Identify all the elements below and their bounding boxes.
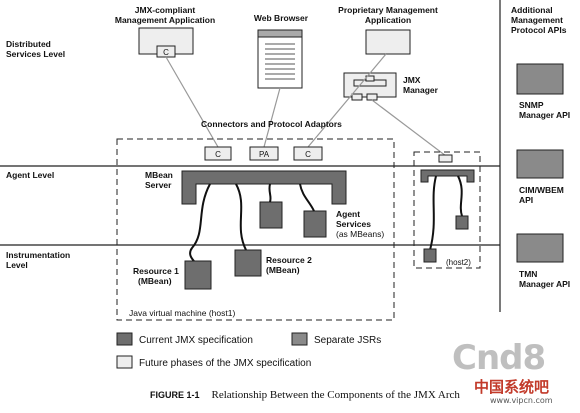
tmn-api-label-1: TMN <box>519 269 537 279</box>
agent-service-1 <box>259 201 283 229</box>
agent-services-label-2: Services <box>336 219 371 229</box>
legend-future-swatch <box>116 355 133 369</box>
cim-api-label-1: CIM/WBEM <box>519 185 564 195</box>
watermark: Cnd8 中国系统吧 www.vipcn.com <box>452 338 578 406</box>
protocol-adaptor-pa <box>249 146 279 161</box>
snmp-api-label-1: SNMP <box>519 100 544 110</box>
link-browser-to-pa <box>263 87 281 148</box>
tmn-api-box <box>516 233 564 263</box>
protocol-adaptor-pa-label: PA <box>259 150 270 159</box>
host2-link-2 <box>457 175 463 217</box>
cim-api-label-2: API <box>519 195 533 205</box>
resource-1-label-2: (MBean) <box>138 276 172 286</box>
resource-1-label-1: Resource 1 <box>133 266 179 276</box>
distributed-level-label-1: Distributed <box>6 39 51 49</box>
instrumentation-level-label-2: Level <box>6 260 28 270</box>
host2-resource <box>423 248 437 263</box>
host2-link-1 <box>429 175 437 251</box>
web-browser-icon <box>257 29 303 89</box>
additional-apis-title-2: Management <box>511 15 563 25</box>
jmx-compliant-app-label-2: Management Application <box>115 15 215 25</box>
host2-mbean-server <box>420 169 475 183</box>
watermark-chinese-text: 中国系统吧 <box>474 376 550 397</box>
figure-number: FIGURE 1-1 <box>150 390 200 400</box>
proprietary-app-label-2: Application <box>365 15 411 25</box>
connectors-title: Connectors and Protocol Adaptors <box>201 119 342 129</box>
mbean-server-bar <box>181 170 347 205</box>
link-jmx-app-to-c <box>165 56 219 148</box>
watermark-url: www.vipcn.com <box>490 396 553 405</box>
link-manager-to-host2 <box>371 99 447 157</box>
jmx-manager-label-2: Manager <box>403 85 439 95</box>
jmx-compliant-app-label-1: JMX-compliant <box>135 5 196 15</box>
link-server-to-service-2 <box>299 183 315 212</box>
host1-boundary <box>116 138 395 321</box>
figure-caption: FIGURE 1-1 Relationship Between the Compo… <box>150 389 470 401</box>
legend-current-swatch <box>116 332 133 346</box>
link-proprietary-to-c <box>307 53 387 148</box>
mbean-server-label-1: MBean <box>145 170 173 180</box>
agent-service-2 <box>303 210 327 238</box>
resource-2-box <box>234 249 262 277</box>
instrumentation-level-label-1: Instrumentation <box>6 250 70 260</box>
connector-c-1 <box>204 146 232 161</box>
host2-boundary <box>413 151 481 269</box>
figure-caption-text: Relationship Between the Components of t… <box>211 389 460 401</box>
resource-2-label-2: (MBean) <box>266 265 300 275</box>
distributed-level-label-2: Services Level <box>6 49 65 59</box>
web-browser-label: Web Browser <box>254 13 309 23</box>
tmn-api-label-2: Manager API <box>519 279 570 289</box>
connector-c-2 <box>293 146 323 161</box>
resource-1-box <box>184 260 212 290</box>
legend-current-label: Current JMX specification <box>139 335 253 346</box>
agent-services-label-3: (as MBeans) <box>336 229 384 239</box>
additional-apis-title-1: Additional <box>511 5 553 15</box>
legend-separate-swatch <box>291 332 308 346</box>
connector-c-2-label: C <box>305 150 311 159</box>
agent-level-label: Agent Level <box>6 170 54 180</box>
link-server-to-service-1 <box>268 183 272 203</box>
proprietary-app-box <box>365 29 411 55</box>
snmp-api-box <box>516 63 564 95</box>
host2-service <box>455 215 469 230</box>
jmx-manager-label-1: JMX <box>403 75 421 85</box>
snmp-api-label-2: Manager API <box>519 110 570 120</box>
jmx-manager-icon <box>343 72 397 101</box>
host2-connector <box>438 154 453 163</box>
resource-2-label-1: Resource 2 <box>266 255 312 265</box>
watermark-logo: Cnd8 <box>452 338 546 378</box>
legend-separate-label: Separate JSRs <box>314 335 381 346</box>
mbean-server-label-2: Server <box>145 180 172 190</box>
jmx-compliant-app-connector-label: C <box>163 48 169 57</box>
proprietary-app-label-1: Proprietary Management <box>338 5 438 15</box>
host2-label: (host2) <box>446 258 471 267</box>
host1-label: Java virtual machine (host1) <box>129 308 235 318</box>
additional-apis-title-3: Protocol APIs <box>511 25 567 35</box>
connector-c-1-label: C <box>215 150 221 159</box>
link-server-to-resource-2 <box>235 183 247 251</box>
legend-future-label: Future phases of the JMX specification <box>139 358 311 369</box>
cim-api-box <box>516 149 564 179</box>
agent-services-label-1: Agent <box>336 209 360 219</box>
